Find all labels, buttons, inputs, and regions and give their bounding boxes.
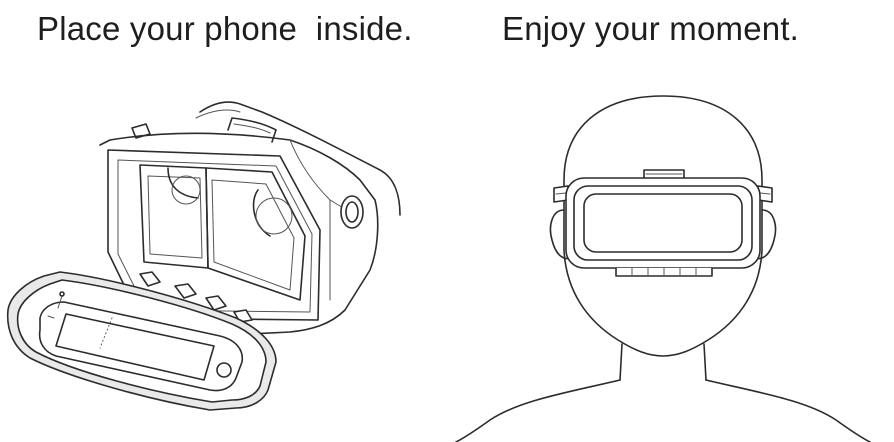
step-place-phone-panel: Place your phone inside.: [0, 0, 440, 442]
vr-headset-open-tray-icon: [0, 0, 440, 442]
person-wearing-vr-headset-icon: [440, 0, 894, 442]
step-enjoy-moment-panel: Enjoy your moment.: [440, 0, 894, 442]
